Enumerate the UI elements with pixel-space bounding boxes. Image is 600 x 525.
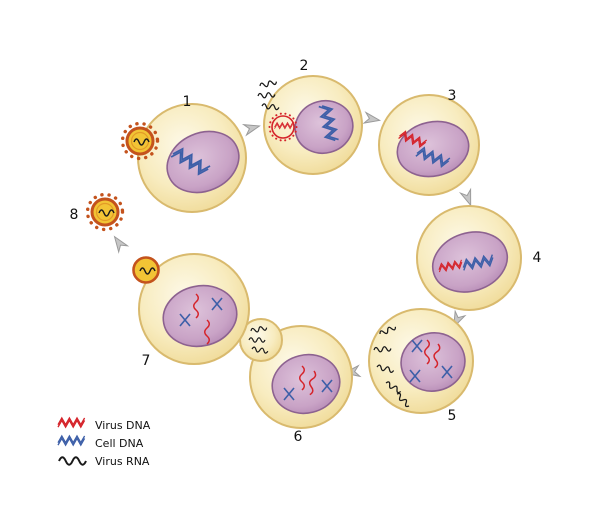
stage-8: 8	[70, 192, 125, 232]
cell-dna-icon	[57, 435, 86, 446]
cell-nucleus	[396, 120, 470, 178]
legend-item-cell-dna: Cell DNA	[57, 435, 144, 450]
stage-6-label: 6	[294, 429, 303, 445]
stage-5-label: 5	[448, 408, 457, 424]
stage-2-label: 2	[300, 58, 309, 74]
legend-label-virus-rna: Virus RNA	[95, 455, 150, 468]
stage-7-label: 7	[142, 353, 151, 369]
arrow-icon	[243, 120, 262, 136]
budding-virion-icon	[132, 256, 160, 284]
stage-8-label: 8	[70, 207, 79, 223]
stage-2: 2	[257, 58, 363, 175]
stage-1: 1	[120, 94, 247, 213]
stage-7: 7	[132, 253, 250, 369]
legend: Virus DNA Cell DNA Virus RNA	[57, 417, 151, 468]
virus-rna-squiggle	[257, 91, 276, 99]
stage-5: 5	[368, 308, 474, 424]
entering-capsid	[271, 115, 295, 139]
legend-item-virus-rna: Virus RNA	[57, 455, 150, 468]
arrow-icon	[109, 232, 129, 253]
virus-rna-squiggle	[258, 78, 278, 89]
legend-label-cell-dna: Cell DNA	[95, 437, 144, 450]
legend-item-virus-dna: Virus DNA	[57, 417, 151, 432]
stage-3-label: 3	[448, 88, 457, 104]
stage-3: 3	[378, 88, 480, 196]
cell-nucleus	[400, 332, 466, 392]
stage-4-label: 4	[533, 250, 542, 266]
arrow-icon	[363, 111, 382, 127]
stage-4: 4	[416, 205, 542, 311]
legend-label-virus-dna: Virus DNA	[95, 419, 151, 432]
cell-nucleus	[166, 130, 240, 194]
cell-nucleus	[431, 231, 509, 293]
stage-6: 6	[239, 318, 353, 445]
released-virus-particle-icon	[85, 192, 125, 232]
cell-nucleus	[162, 284, 238, 348]
arrow-icon	[459, 188, 477, 208]
stage-1-label: 1	[183, 94, 192, 110]
virus-rna-icon	[57, 456, 88, 466]
cell-nucleus	[271, 353, 341, 415]
virus-dna-icon	[57, 417, 86, 428]
entering-capsid-spikes	[268, 112, 298, 142]
